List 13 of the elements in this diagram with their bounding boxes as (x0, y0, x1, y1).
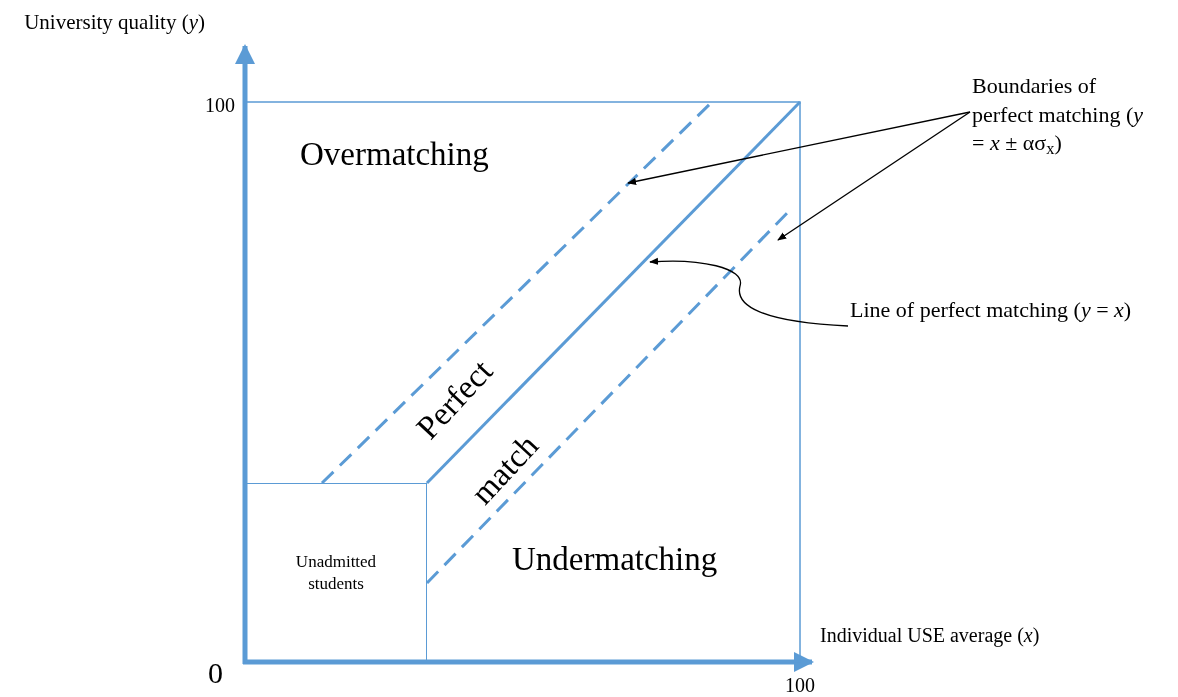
diagram-label: Undermatching (512, 540, 719, 579)
leader-line (627, 111, 971, 185)
leader-line (777, 111, 971, 241)
diagram-label: Individual USE average (x) (820, 623, 1041, 649)
region-box: Unadmitted students (245, 483, 427, 662)
leader-line (649, 257, 849, 327)
diagram-label: Overmatching (300, 135, 490, 174)
diagram-label: 100 (784, 673, 816, 697)
diagram-label: 0 (208, 655, 224, 691)
annotation-text: Line of perfect matching (y = x) (850, 296, 1150, 325)
diagram-label: 100 (204, 93, 235, 118)
diagram-label: University quality (y) (23, 9, 205, 36)
annotation-text: Boundaries of perfect matching (y = x ± ασ$_{x}$) (972, 72, 1152, 158)
